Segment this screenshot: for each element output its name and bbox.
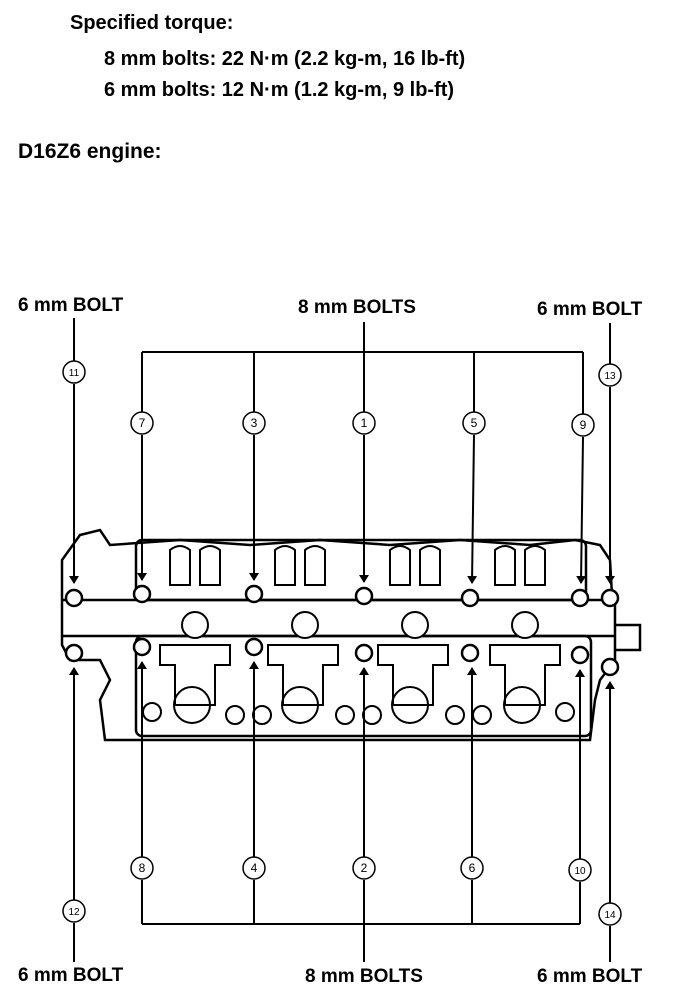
label-bottom-center-8mm: 8 mm BOLTS	[305, 966, 423, 987]
callout-6	[460, 856, 484, 880]
leader-lines-top	[69, 318, 615, 584]
callout-1-label: 1	[361, 416, 368, 430]
cylinder-pockets	[142, 644, 575, 725]
bolt-heads	[64, 584, 620, 677]
label-bottom-left-6mm: 6 mm BOLT	[18, 965, 124, 986]
callout-2	[352, 856, 376, 880]
callout-5-label: 5	[471, 416, 478, 430]
callout-6-label: 6	[469, 861, 476, 875]
callout-10	[568, 858, 592, 882]
callout-9-label: 9	[580, 418, 587, 432]
callout-12	[62, 899, 86, 923]
spec-8mm-bolts: 8 mm bolts: 22 N·m (2.2 kg-m, 16 lb-ft)	[104, 48, 466, 70]
engine-label: D16Z6 engine:	[18, 140, 162, 163]
callout-5	[462, 411, 486, 435]
spec-6mm-bolts: 6 mm bolts: 12 N·m (1.2 kg-m, 9 lb-ft)	[104, 79, 455, 101]
label-top-right-6mm: 6 mm BOLT	[537, 299, 643, 320]
callout-7-label: 7	[139, 416, 146, 430]
label-bottom-right-6mm: 6 mm BOLT	[537, 966, 643, 987]
callout-4	[242, 856, 266, 880]
callout-9	[571, 413, 595, 437]
callout-14	[598, 902, 622, 926]
callout-14-label: 14	[604, 910, 616, 921]
callout-1	[352, 411, 376, 435]
callout-12-label: 12	[68, 907, 80, 918]
callout-7	[130, 411, 154, 435]
label-top-center-8mm: 8 mm BOLTS	[298, 297, 416, 318]
callout-10-label: 10	[574, 866, 586, 877]
callout-8	[130, 856, 154, 880]
camshaft-journals	[181, 611, 539, 639]
leader-lines-bottom	[69, 661, 615, 962]
callout-2-label: 2	[361, 861, 368, 875]
label-top-left-6mm: 6 mm BOLT	[18, 295, 124, 316]
callout-3-label: 3	[251, 416, 258, 430]
spec-title: Specified torque:	[70, 12, 234, 34]
callout-13	[598, 363, 622, 387]
callout-4-label: 4	[251, 861, 258, 875]
callout-13-label: 13	[604, 371, 616, 382]
callout-11-label: 11	[69, 368, 80, 379]
callout-3	[242, 411, 266, 435]
callout-11	[62, 360, 86, 384]
valve-springs-top	[169, 545, 546, 586]
callout-8-label: 8	[139, 861, 146, 875]
